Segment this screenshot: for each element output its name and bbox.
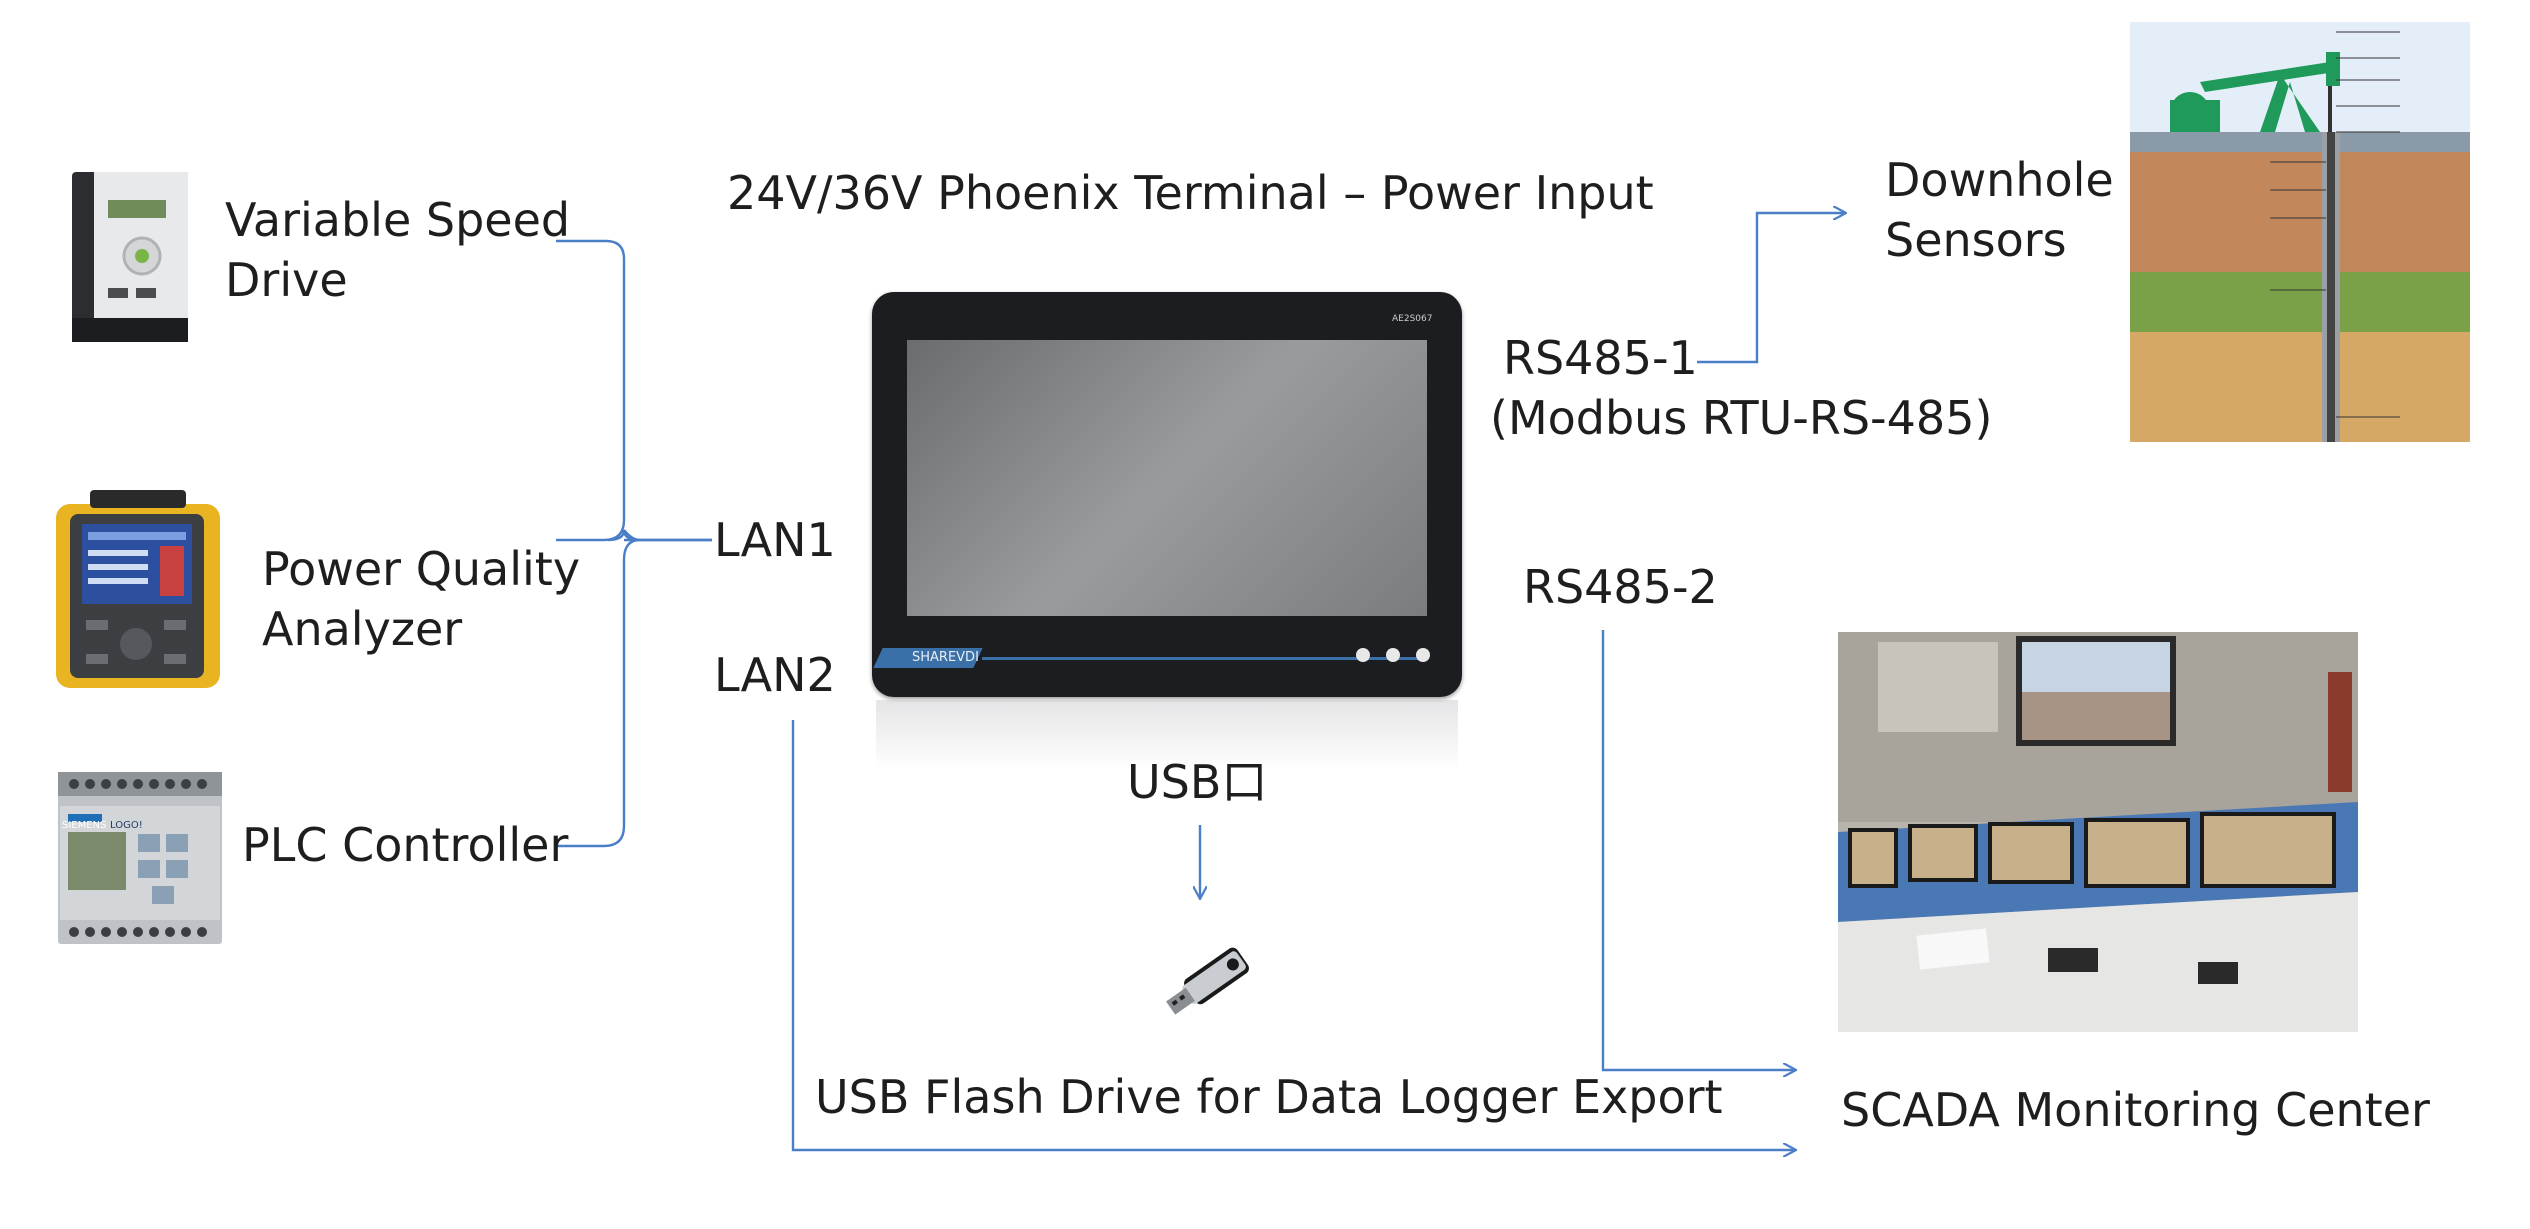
pqa-label-line2: Analyzer (262, 602, 463, 656)
power-input-label: 24V/36V Phoenix Terminal – Power Input (727, 166, 1654, 220)
plc-brand-text: SIEMENS (62, 820, 107, 831)
usb-port-label: USB口 (1127, 755, 1268, 809)
plc-controller-image (58, 772, 222, 944)
downhole-label-line2: Sensors (1885, 213, 2067, 267)
usb-flash-drive-icon (1166, 947, 1249, 1015)
plc-model-text: LOGO! (110, 820, 143, 831)
scada-room-image (1838, 632, 2358, 1032)
hmi-stripe (982, 657, 1422, 660)
hmi-button-2 (1386, 648, 1400, 662)
hmi-button-1 (1356, 648, 1370, 662)
lan2-wire (791, 720, 1795, 1150)
hmi-screen (907, 340, 1427, 616)
usb-drive-label: USB Flash Drive for Data Logger Export (815, 1070, 1723, 1124)
variable-speed-drive-image (72, 172, 188, 342)
lan1-label: LAN1 (714, 513, 836, 567)
rs485-1-label: RS485-1 (1503, 331, 1698, 385)
hmi-brand-text: SHAREVDI (912, 650, 979, 665)
hmi-reflection (876, 700, 1458, 770)
vsd-label-line2: Drive (225, 253, 348, 307)
rs485-2-label: RS485-2 (1523, 560, 1718, 614)
lan2-label: LAN2 (714, 648, 836, 702)
power-quality-analyzer-image (56, 490, 220, 688)
hmi-model-text: AE2S067 (1392, 314, 1433, 324)
scada-label: SCADA Monitoring Center (1841, 1083, 2430, 1137)
rs485-2-wire (1601, 630, 1795, 1070)
plc-label: PLC Controller (242, 818, 569, 872)
hmi-button-3 (1416, 648, 1430, 662)
lan1-bracket (556, 239, 712, 542)
rs485-1-wire (1697, 213, 1845, 364)
pqa-label-line1: Power Quality (262, 542, 581, 596)
downhole-label-line1: Downhole (1885, 153, 2114, 207)
vsd-label-line1: Variable Speed (225, 193, 571, 247)
pumpjack-well-image (2130, 22, 2470, 442)
hmi-panel-image: AE2S067 SHAREVDI (872, 292, 1462, 697)
rs485-1-protocol-label: (Modbus RTU-RS-485) (1490, 391, 1993, 445)
